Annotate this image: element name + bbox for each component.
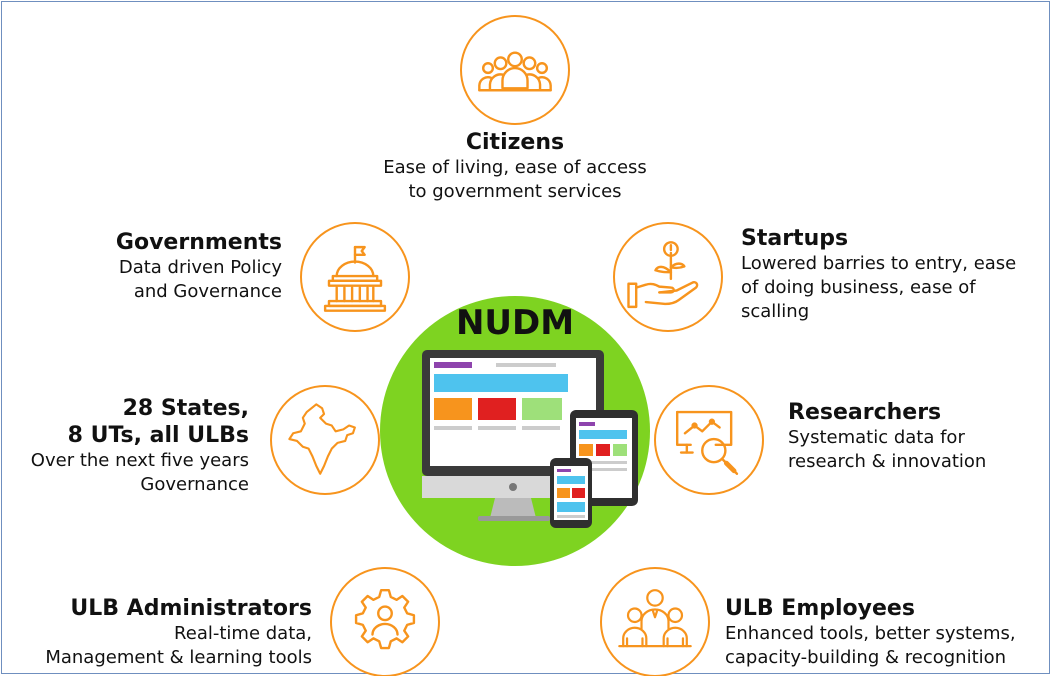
gear-person-icon bbox=[354, 588, 416, 650]
ulb-employees-label-block: ULB Employees Enhanced tools, better sys… bbox=[725, 595, 1049, 670]
hub-title: NUDM bbox=[455, 303, 575, 343]
researchers-desc-line-2: research & innovation bbox=[788, 451, 987, 472]
governments-ring bbox=[300, 222, 410, 332]
startups-label-block: Startups Lowered barries to entry, ease … bbox=[741, 225, 1046, 324]
ulb-employees-title: ULB Employees bbox=[725, 596, 915, 621]
citizens-title: Citizens bbox=[465, 130, 565, 155]
researchers-label-block: Researchers Systematic data for research… bbox=[788, 399, 1048, 474]
governments-desc-line-1: Data driven Policy bbox=[118, 257, 282, 278]
people-group-icon bbox=[478, 51, 552, 92]
ulb-admins-label-block: ULB Administrators Real-time data, Manag… bbox=[8, 595, 312, 670]
startups-ring bbox=[613, 222, 723, 332]
ulb-employees-desc-line-1: Enhanced tools, better systems, bbox=[725, 623, 1016, 644]
states-ring bbox=[270, 385, 380, 495]
states-label-block: 28 States, 8 UTs, all ULBs Over the next… bbox=[8, 395, 249, 497]
states-title-line-2: 8 UTs, all ULBs bbox=[67, 423, 249, 448]
startups-desc-line-1: Lowered barries to entry, ease bbox=[741, 253, 1017, 274]
citizens-ring bbox=[460, 15, 570, 125]
citizens-label-block: Citizens Ease of living, ease of access … bbox=[330, 129, 700, 204]
states-title-line-1: 28 States, bbox=[122, 396, 249, 421]
governments-title: Governments bbox=[115, 230, 282, 255]
citizens-desc-line-1: Ease of living, ease of access bbox=[383, 157, 647, 178]
team-icon bbox=[618, 589, 692, 648]
ulb-admins-title: ULB Administrators bbox=[70, 596, 312, 621]
idea-plant-hand-icon bbox=[627, 241, 699, 309]
devices-icon bbox=[422, 350, 638, 528]
government-building-icon bbox=[323, 245, 387, 312]
states-desc-line-2: Governance bbox=[140, 474, 249, 495]
governments-label-block: Governments Data driven Policy and Gover… bbox=[40, 229, 282, 304]
india-map-icon bbox=[288, 403, 356, 475]
states-desc-line-1: Over the next five years bbox=[30, 450, 249, 471]
ulb-employees-ring bbox=[600, 567, 710, 676]
magnifier-chart-icon bbox=[675, 410, 739, 475]
ulb-employees-desc-line-2: capacity-building & recognition bbox=[725, 647, 1007, 668]
citizens-desc-line-2: to government services bbox=[408, 181, 622, 202]
ulb-admins-ring bbox=[330, 567, 440, 676]
governments-desc-line-2: and Governance bbox=[133, 281, 282, 302]
startups-desc-line-2: of doing business, ease of bbox=[741, 277, 976, 298]
ulb-admins-desc-line-1: Real-time data, bbox=[174, 623, 312, 644]
researchers-ring bbox=[654, 385, 764, 495]
researchers-title: Researchers bbox=[788, 400, 942, 425]
startups-desc-line-3: scalling bbox=[741, 301, 810, 322]
startups-title: Startups bbox=[741, 226, 849, 251]
ulb-admins-desc-line-2: Management & learning tools bbox=[45, 647, 312, 668]
researchers-desc-line-1: Systematic data for bbox=[788, 427, 965, 448]
